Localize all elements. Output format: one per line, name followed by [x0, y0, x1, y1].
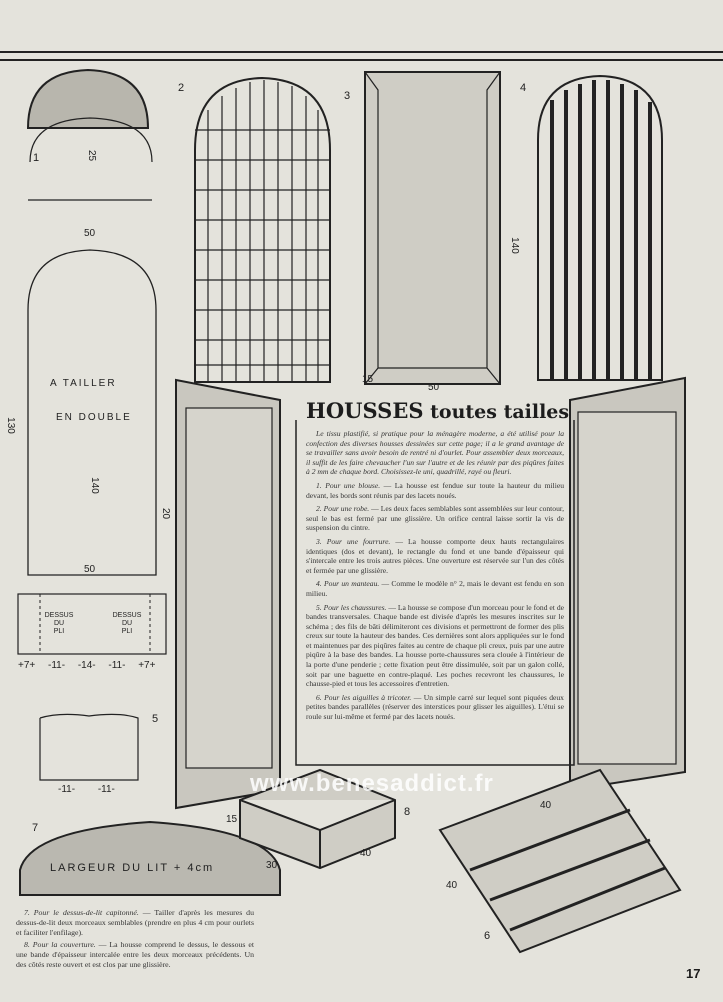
dim-fig6-top: 40 — [540, 800, 552, 811]
item-head: 2. Pour une robe. — [316, 504, 370, 514]
article-item: 2. Pour une robe. — Les deux faces sembl… — [306, 504, 564, 533]
footnote-head: 8. Pour la couverture. — [24, 940, 96, 949]
pleat-label-line: DESSUS — [44, 612, 74, 619]
pleat-label-left: DESSUS DU PLI — [42, 612, 76, 636]
title-rest: toutes tailles — [430, 401, 570, 423]
item-head: 6. Pour les aiguilles à tricoter. — [316, 692, 412, 702]
article-body: Le tissu plastifié, si pratique pour la … — [300, 429, 570, 722]
footnote-head: 7. Pour le dessus-de-lit capitonné. — [24, 908, 139, 917]
article-item: 6. Pour les aiguilles à tricoter. — Un s… — [306, 693, 564, 722]
item-head: 1. Pour une blouse. — [316, 480, 381, 490]
cut-note-2: EN DOUBLE — [56, 412, 132, 423]
pleat-label-line: DESSUS — [112, 612, 142, 619]
item-head: 3. Pour une fourrure. — [316, 536, 391, 546]
dim-fig3-depth: 15 — [362, 374, 374, 385]
article-item: 3. Pour une fourrure. — La housse compor… — [306, 537, 564, 575]
item-body: — Comme le modèle n° 2, mais le devant e… — [306, 579, 564, 598]
dress-cover-drawing — [194, 76, 331, 383]
item-body: — La housse est fendue sur toute la haut… — [306, 480, 564, 500]
pleat-label-line: PLI — [53, 628, 65, 635]
dim-fig6-side: 40 — [446, 880, 458, 891]
pleat-label-line: PLI — [121, 628, 133, 635]
cut-pattern-drawing — [27, 249, 157, 576]
fur-cover-drawing — [364, 71, 501, 385]
dim-fig8-depth: 30 — [266, 860, 278, 871]
dim-fig3-width: 50 — [428, 382, 440, 393]
figure-number-4: 4 — [520, 82, 527, 94]
item-head: 4. Pour un manteau. — [316, 579, 380, 589]
blanket-cover-drawing — [239, 768, 396, 870]
title-main: HOUSSES — [306, 398, 424, 423]
footnote: 7. Pour le dessus-de-lit capitonné. — Ta… — [16, 908, 254, 938]
figure-number-6: 6 — [484, 930, 491, 942]
cut-note-1: A TAILLER — [50, 378, 117, 389]
quilt-cover-drawing — [19, 820, 281, 896]
dim-door-height: 20 — [160, 507, 172, 520]
blouse-cover-drawing — [26, 68, 150, 129]
dim-fig1-width-top: 50 — [84, 228, 96, 239]
footnote-body: — La housse comprend le dessus, le desso… — [16, 940, 254, 969]
needle-case-drawing — [438, 768, 682, 954]
item-body: — Un simple carré sur lequel sont piquée… — [306, 692, 564, 722]
article-title: HOUSSES toutes tailles — [306, 398, 570, 423]
shoe-organizer-open-door-drawing — [569, 376, 686, 792]
dim-fig1-height-top: 25 — [86, 149, 98, 162]
figure-number-3: 3 — [344, 90, 351, 102]
shoe-strip-pattern-drawing — [17, 593, 167, 655]
article-intro: Le tissu plastifié, si pratique pour la … — [306, 429, 564, 477]
article-item: 4. Pour un manteau. — Comme le modèle n°… — [306, 579, 564, 598]
dim-fig8-width: 40 — [360, 848, 372, 859]
item-body: — Les deux faces semblables sont assembl… — [306, 504, 564, 533]
figure-number-5: 5 — [152, 713, 159, 725]
dim-fig8-height: 15 — [226, 814, 238, 825]
dim-fig3-height: 140 — [508, 237, 520, 254]
article: HOUSSES toutes tailles Le tissu plastifi… — [300, 398, 570, 726]
figure-number-8: 8 — [404, 806, 411, 818]
shoe-organizer-drawing — [175, 378, 281, 810]
article-item: 1. Pour une blouse. — La housse est fend… — [306, 481, 564, 500]
pleat-label-right: DESSUS DU PLI — [110, 612, 144, 636]
footnote: 8. Pour la couverture. — La housse compr… — [16, 940, 254, 970]
article-item: 5. Pour les chaussures. — La housse se c… — [306, 603, 564, 689]
dim-fig1-total-height: 130 — [4, 417, 16, 434]
footnotes: 7. Pour le dessus-de-lit capitonné. — Ta… — [16, 908, 254, 972]
item-body: — La housse comporte deux hauts rectangu… — [306, 536, 564, 575]
pleat-label-line: DU — [121, 620, 133, 627]
bed-width-label: LARGEUR DU LIT + 4cm — [50, 862, 215, 874]
pleat-label-line: DU — [53, 620, 65, 627]
dim-strip: +7+ -11- -14- -11- +7+ — [18, 660, 156, 671]
watermark: www.benesaddict.fr — [250, 770, 494, 797]
item-body: — La housse se compose d'un morceau pour… — [306, 602, 564, 689]
figure-number-1: 1 — [33, 152, 40, 164]
footnote-body: — Tailler d'après les mesures du dessus-… — [16, 908, 254, 937]
item-head: 5. Pour les chaussures. — [316, 602, 387, 612]
figure-number-2: 2 — [178, 82, 185, 94]
figure-number-7: 7 — [32, 822, 39, 834]
dim-fig1-inner-height: 140 — [88, 477, 100, 494]
coat-cover-drawing — [537, 74, 663, 381]
page-number: 17 — [686, 966, 701, 981]
dim-pockets: -11- -11- — [58, 784, 115, 795]
pocket-drawing — [39, 713, 139, 781]
dim-fig1-width-bottom: 50 — [84, 564, 96, 575]
